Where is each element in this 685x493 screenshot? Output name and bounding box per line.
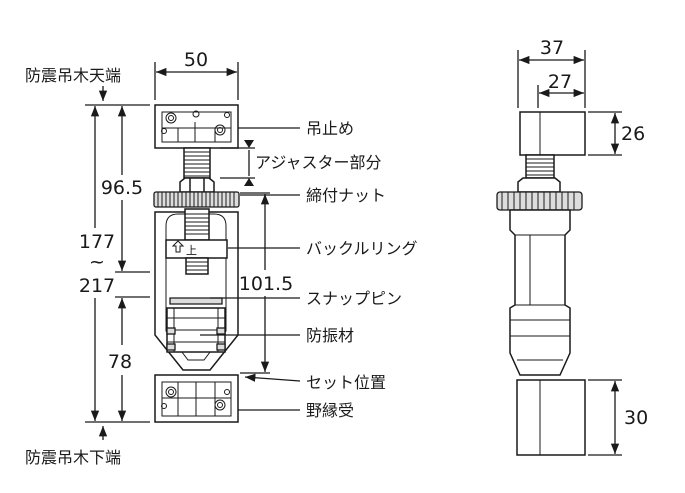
dim-top-block: 26 [621,123,645,145]
label-hanger-stop: 吊止め [306,119,354,138]
label-set-position: セット位置 [306,373,386,392]
body-frame [154,208,239,371]
snap-pin [169,297,223,305]
dim-body: 101.5 [239,273,293,295]
label-bottom-end: 防震吊木下端 [25,448,121,467]
up-mark: 上 [171,240,197,257]
dim-lower: 78 [108,351,132,373]
dim-front-width: 50 [184,49,208,71]
buckle-ring [153,191,240,208]
side-view: 37 27 26 30 [496,37,648,456]
label-adjuster: アジャスター部分 [255,153,382,172]
label-snap-pin: スナップピン [306,289,402,308]
label-ceiling-joist-receiver: 野縁受 [306,401,354,420]
label-top-end: 防震吊木天端 [25,66,121,85]
dim-side-inner: 27 [548,71,572,93]
dim-bottom-block: 30 [624,407,648,429]
hanger-stop-block [154,104,239,149]
label-tightening-nut: 締付ナット [306,186,386,205]
ceiling-joist-receiver-block [154,374,239,423]
front-view: 上 50 96.5 177 ~ 217 78 防震吊木天端 防震吊木下端 [25,49,418,467]
label-buckle-ring: バックルリング [306,239,418,258]
dim-side-width: 37 [540,37,564,59]
dim-upper: 96.5 [101,177,143,199]
tightening-nut [179,177,215,193]
label-vibration-material: 防振材 [306,326,354,345]
dim-height-min: 177 [79,231,115,253]
svg-text:上: 上 [186,244,197,257]
dim-tilde: ~ [89,251,105,273]
dim-height-max: 217 [79,275,115,297]
adjuster-rod [183,147,211,179]
